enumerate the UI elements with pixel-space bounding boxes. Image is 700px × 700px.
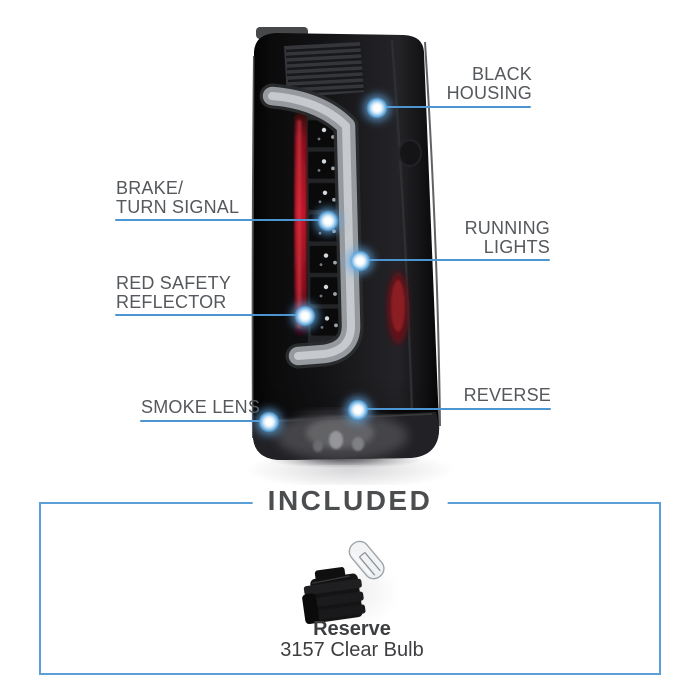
callout-label-black-housing: BLACK HOUSING [446,64,532,103]
callout-dot-running-lights [349,250,371,272]
callout-line-red-safety-reflector [115,314,305,316]
red-reflector-stripe [294,112,307,336]
callout-label-red-safety-reflector: RED SAFETY REFLECTOR [116,273,232,312]
left-edge-highlight [251,55,255,439]
callout-dot-smoke-lens [258,411,280,433]
side-red-reflector [387,272,409,344]
lamp-crease [390,39,414,413]
callout-dot-reverse [347,399,369,421]
tail-light-illustration [251,27,441,460]
callout-line-running-lights [360,259,550,261]
callout-label-reverse: REVERSE [463,385,551,405]
lamp-rib-section [284,42,365,98]
callout-label-running-lights: RUNNING LIGHTS [464,218,550,257]
bulb-socket [302,567,366,625]
reverse-lens-section [253,407,440,460]
callout-label-brake-turn-signal: BRAKE/ TURN SIGNAL [116,178,240,217]
bulb-glass [348,540,385,580]
housing-socket-detail [398,139,422,167]
bulb-name: Reserve [313,618,391,640]
callout-label-smoke-lens: SMOKE LENS [141,397,261,417]
callout-line-reverse [358,408,551,410]
callout-dot-red-safety-reflector [294,305,316,327]
callout-dot-black-housing [366,97,388,119]
led-tube [259,83,364,369]
callout-line-brake-turn-signal [115,219,328,221]
bulb-3157-illustration [302,540,385,625]
callout-line-smoke-lens [140,420,269,422]
bulb-description: 3157 Clear Bulb [280,639,424,661]
callout-dot-brake-turn-signal [317,210,339,232]
callout-line-black-housing [377,106,531,108]
right-edge-highlight [424,41,441,427]
included-title: INCLUDED [252,485,448,517]
